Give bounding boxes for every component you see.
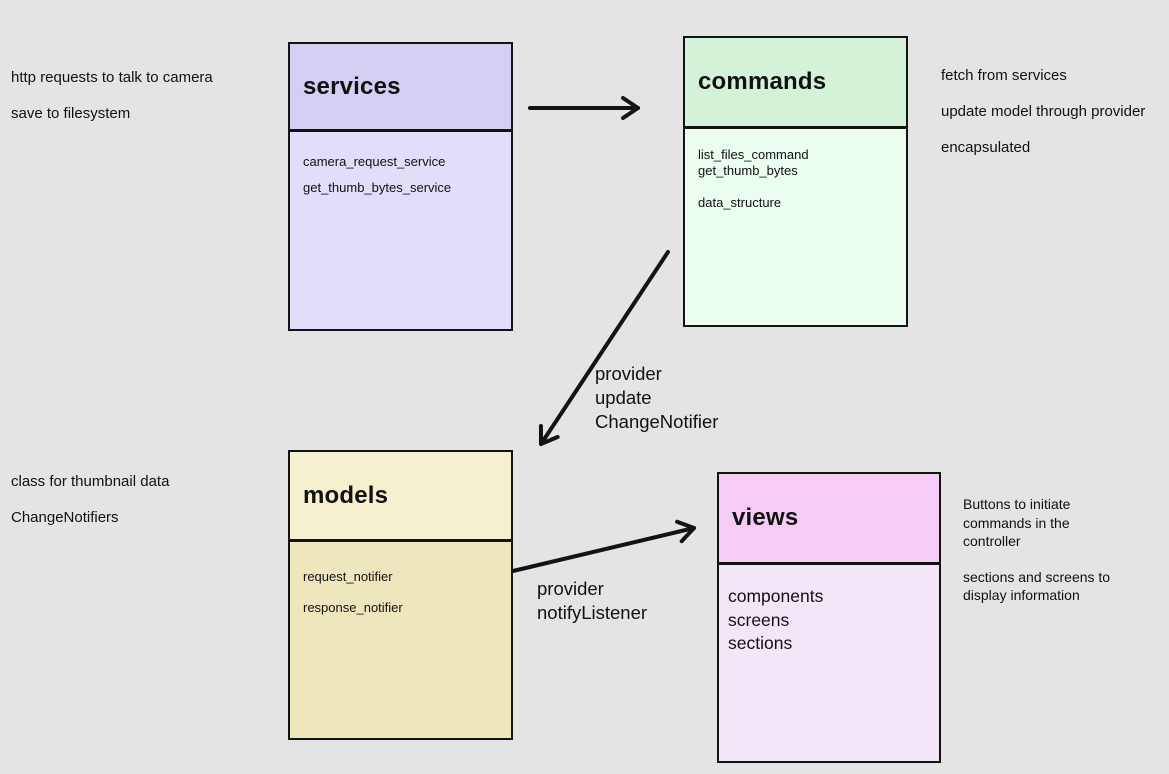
models-item: request_notifier bbox=[303, 569, 393, 584]
models-header: models bbox=[290, 452, 511, 542]
arrow-label-line: provider bbox=[537, 578, 604, 599]
models-class-box: models request_notifier response_notifie… bbox=[288, 450, 513, 740]
note-line: class for thumbnail data bbox=[11, 473, 170, 490]
note-line: encapsulated bbox=[941, 139, 1031, 156]
views-class-box: views components screens sections bbox=[717, 472, 941, 763]
models-item: response_notifier bbox=[303, 600, 403, 615]
note-line: display information bbox=[963, 587, 1080, 603]
commands-header: commands bbox=[685, 38, 906, 129]
views-side-note: Buttons to initiate commands in the cont… bbox=[963, 495, 1110, 622]
views-item: sections bbox=[728, 633, 793, 653]
arrow-label-line: provider bbox=[595, 363, 662, 384]
arrow-label-line: ChangeNotifier bbox=[595, 411, 719, 432]
services-title: services bbox=[303, 72, 401, 100]
services-item: camera_request_service bbox=[303, 154, 446, 169]
note-line: sections and screens to bbox=[963, 568, 1111, 585]
services-item: get_thumb_bytes_service bbox=[303, 180, 452, 195]
commands-body: list_files_command get_thumb_bytes data_… bbox=[685, 129, 906, 325]
commands-item: data_structure bbox=[698, 195, 782, 210]
note-line: fetch from services bbox=[941, 67, 1067, 84]
services-class-box: services camera_request_service get_thum… bbox=[288, 42, 513, 331]
commands-item-spacer bbox=[698, 179, 894, 195]
models-to-views-arrow bbox=[511, 519, 696, 573]
models-body: request_notifier response_notifier bbox=[290, 542, 511, 738]
arrow-label-line: notifyListener bbox=[537, 602, 648, 623]
commands-to-models-arrow-label: provider update ChangeNotifier bbox=[595, 362, 718, 434]
commands-side-note: fetch from services update model through… bbox=[941, 66, 1145, 174]
views-body: components screens sections bbox=[719, 565, 939, 761]
models-to-views-arrow-label: provider notifyListener bbox=[537, 577, 647, 625]
note-line: http requests to talk to camera bbox=[11, 69, 213, 86]
views-item: screens bbox=[728, 609, 790, 630]
commands-class-box: commands list_files_command get_thumb_by… bbox=[683, 36, 908, 327]
views-header: views bbox=[719, 474, 939, 565]
note-line: update model through provider bbox=[941, 103, 1146, 120]
note-line: controller bbox=[963, 533, 1021, 549]
note-line: ChangeNotifiers bbox=[11, 509, 119, 526]
commands-title: commands bbox=[698, 68, 827, 95]
views-item: components bbox=[728, 586, 824, 606]
note-line: commands in the bbox=[963, 514, 1070, 531]
services-side-note: http requests to talk to camera save to … bbox=[11, 68, 213, 140]
services-body: camera_request_service get_thumb_bytes_s… bbox=[290, 132, 511, 329]
commands-item: list_files_command bbox=[698, 147, 809, 162]
views-title: views bbox=[732, 504, 799, 531]
models-side-note: class for thumbnail data ChangeNotifiers bbox=[11, 472, 169, 544]
note-paragraph: sections and screens to display informat… bbox=[963, 568, 1110, 605]
note-line: save to filesystem bbox=[11, 105, 131, 122]
commands-item: get_thumb_bytes bbox=[698, 163, 798, 178]
note-paragraph: Buttons to initiate commands in the cont… bbox=[963, 495, 1110, 551]
note-line: Buttons to initiate bbox=[963, 496, 1071, 512]
services-header: services bbox=[290, 44, 511, 132]
models-title: models bbox=[303, 481, 389, 509]
arrow-label-line: update bbox=[595, 387, 652, 408]
